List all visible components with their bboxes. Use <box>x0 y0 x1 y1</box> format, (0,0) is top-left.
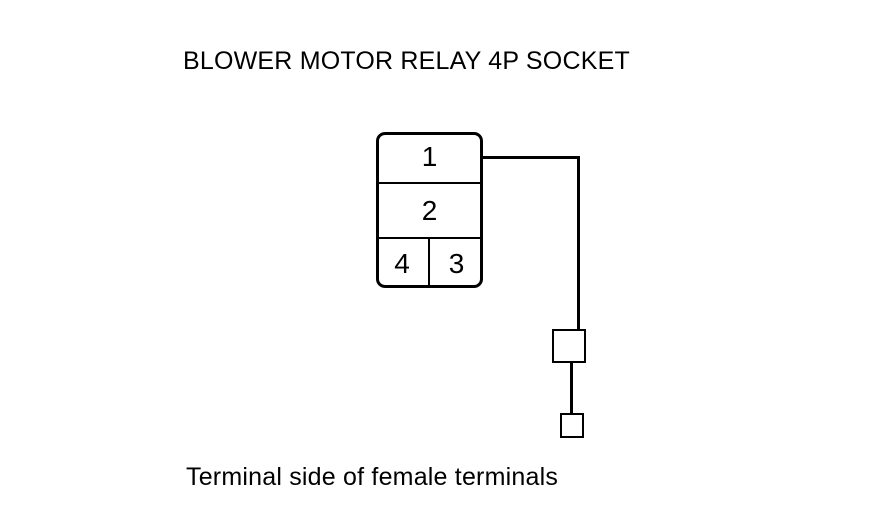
wire-vertical-segment <box>577 156 580 329</box>
connector-divider-pin4-pin3 <box>428 237 430 288</box>
pin-label-1: 1 <box>421 141 438 172</box>
pin-label-4: 4 <box>394 248 410 279</box>
terminal-square-lower <box>560 413 584 438</box>
terminal-square-upper <box>552 329 586 363</box>
terminal-connecting-line <box>570 362 573 414</box>
wire-horizontal-segment <box>481 156 580 159</box>
diagram-caption: Terminal side of female terminals <box>186 463 559 491</box>
connector-divider-row1-row2 <box>376 182 483 184</box>
pin-label-2: 2 <box>421 195 438 226</box>
pin-label-3: 3 <box>448 248 465 279</box>
page-title: BLOWER MOTOR RELAY 4P SOCKET <box>183 47 630 75</box>
